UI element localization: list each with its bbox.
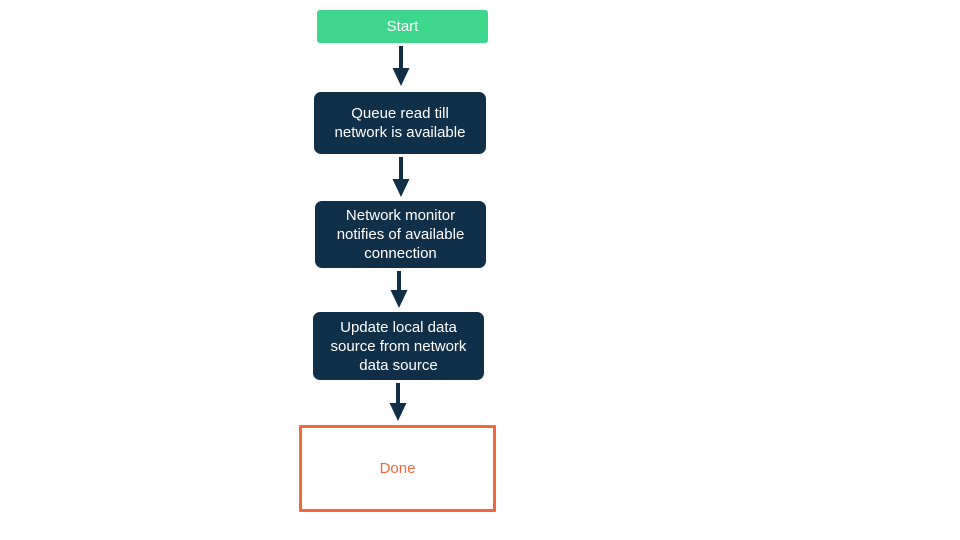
node-label: Queue read till network is available (334, 105, 466, 141)
flow-arrow-queue-read-to-network-monitor (389, 157, 413, 199)
node-label: Network monitor notifies of available co… (336, 207, 465, 262)
flow-arrow-update-local-to-done (386, 383, 410, 423)
node-label: Update local data source from network da… (330, 318, 467, 374)
arrow-down-icon (392, 46, 410, 86)
flow-arrow-start-to-queue-read (389, 46, 413, 88)
arrow-down-icon (389, 383, 407, 421)
flowchart-node-update-local[interactable]: Update local data source from network da… (313, 312, 484, 380)
flowchart-node-done[interactable]: Done (299, 425, 496, 512)
flowchart-node-network-monitor[interactable]: Network monitor notifies of available co… (315, 201, 486, 268)
node-label: Start (386, 17, 419, 35)
flowchart-node-queue-read[interactable]: Queue read till network is available (314, 92, 486, 154)
arrow-down-icon (390, 271, 408, 308)
arrow-down-icon (392, 157, 410, 197)
flowchart-node-start[interactable]: Start (317, 10, 488, 43)
node-label: Done (379, 459, 416, 477)
flow-arrow-network-monitor-to-update-local (387, 271, 411, 310)
